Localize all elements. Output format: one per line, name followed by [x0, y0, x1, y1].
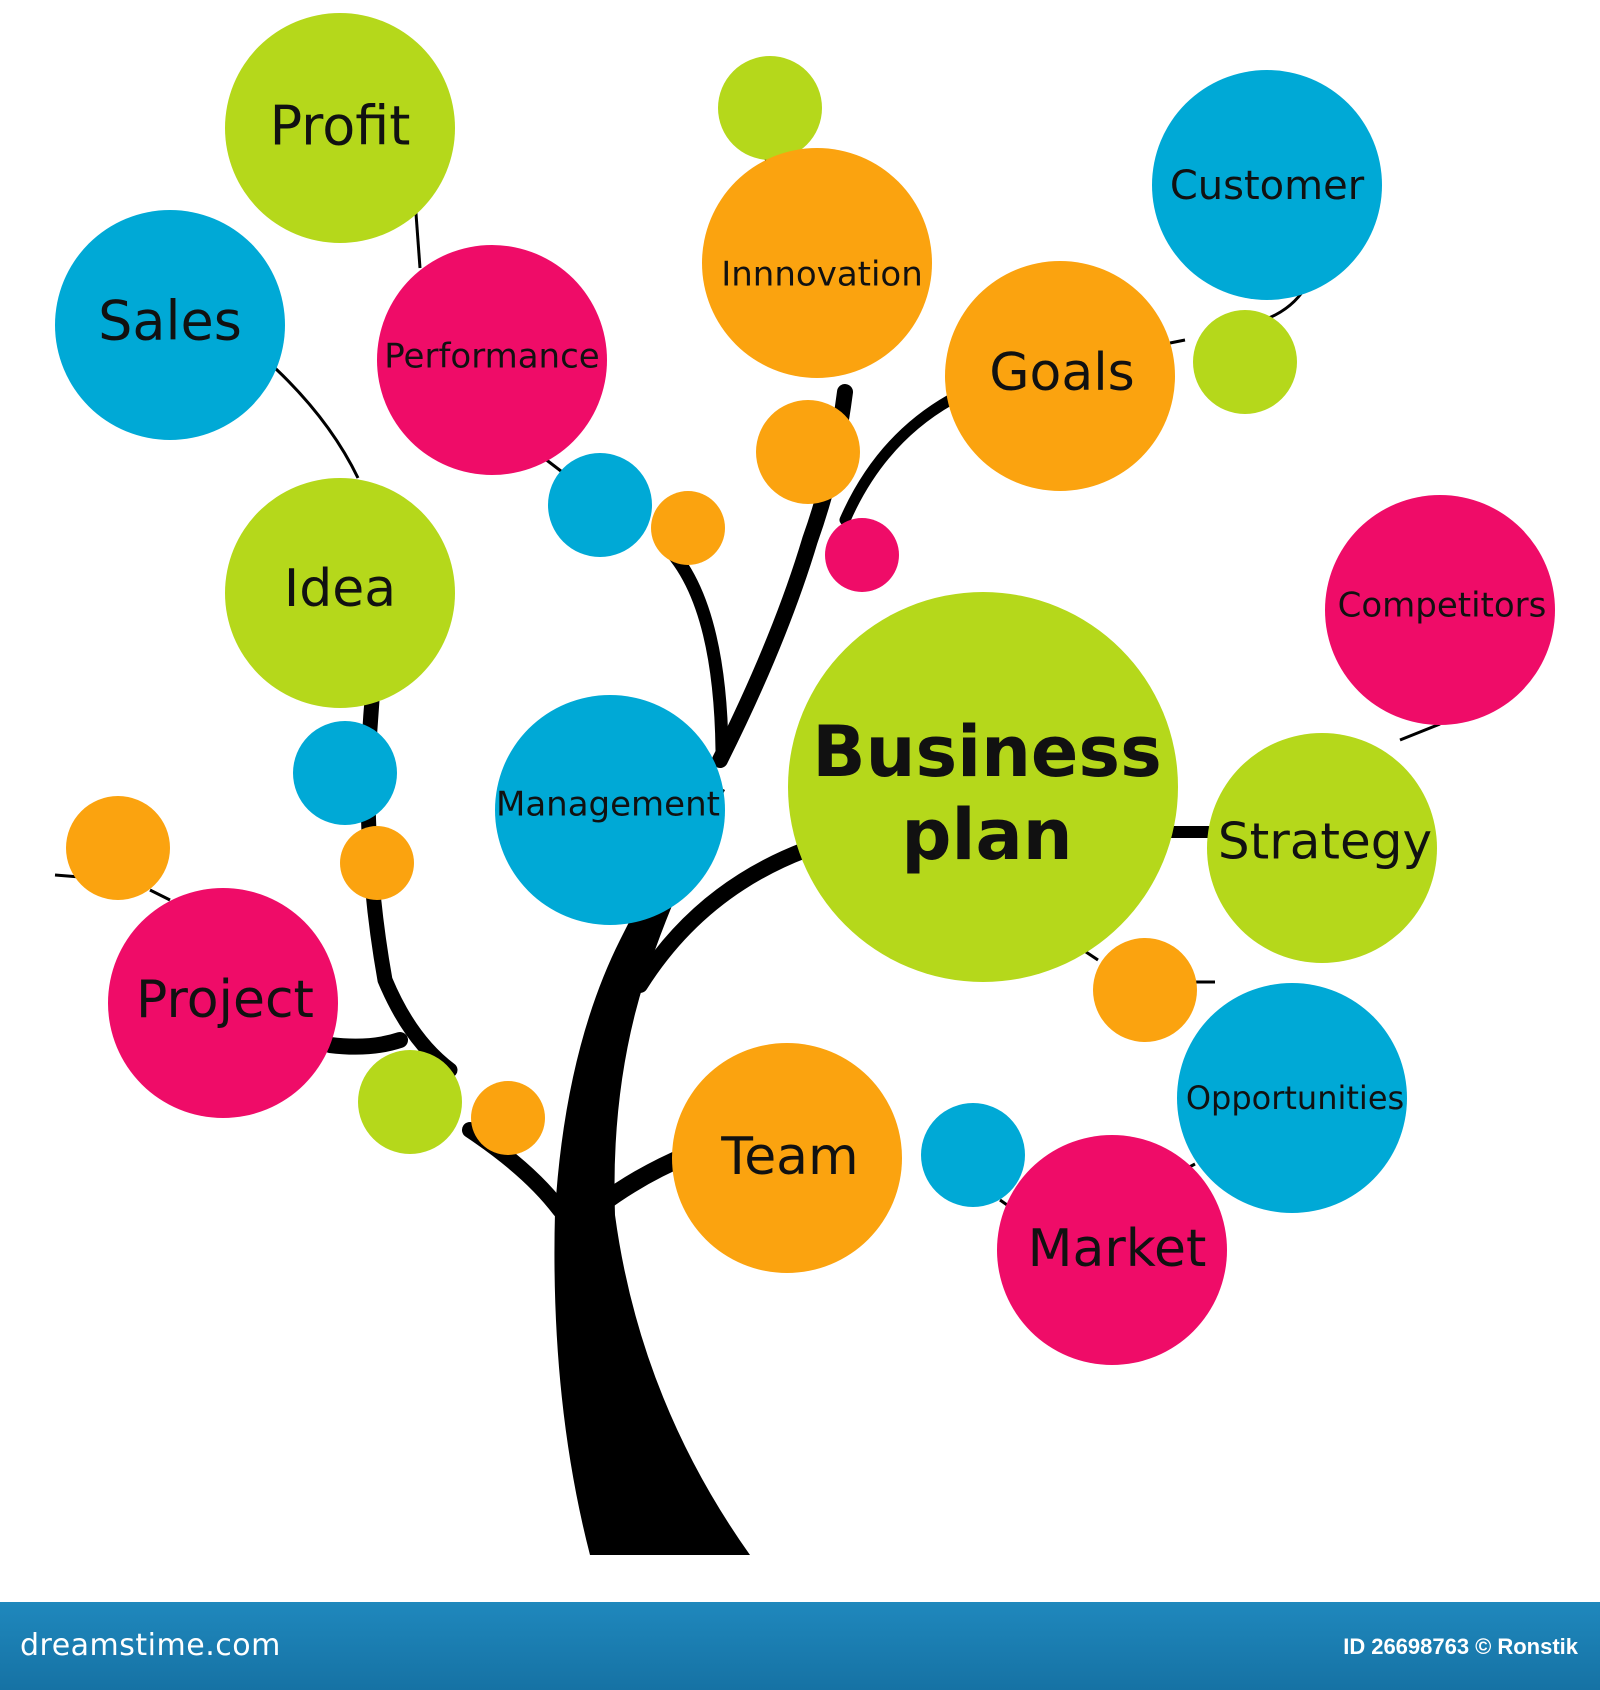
bubble-profit [225, 13, 455, 243]
label-opportunities: Opportunities [1186, 1079, 1404, 1117]
footer-author: Ronstik [1497, 1634, 1578, 1659]
orange-dot-left [66, 796, 170, 900]
bubble-strategy [1207, 733, 1437, 963]
bubble-labels: Profit Sales Performance Innnovation Cus… [98, 95, 1546, 1279]
orange-dot-bottom [471, 1081, 545, 1155]
bubble-team [672, 1043, 902, 1273]
branch-project [322, 1032, 408, 1055]
bubble-management [495, 695, 725, 925]
bubble-performance [377, 245, 607, 475]
footer-brand: dreamstime.com [20, 1628, 281, 1663]
title-line2: plan [901, 794, 1072, 876]
label-management: Management [496, 785, 720, 825]
orange-dot-performance [651, 491, 725, 565]
label-performance: Performance [384, 337, 599, 377]
tree-trunk [554, 780, 750, 1555]
orange-dot-innovation [756, 400, 860, 504]
branch-business-plan [632, 842, 813, 993]
bubble-idea [225, 478, 455, 708]
bubble-goals [945, 261, 1175, 491]
footer-copyright: © [1475, 1634, 1492, 1659]
title-line1: Business [812, 711, 1162, 793]
blue-dot-idea [293, 721, 397, 825]
green-dot-top [718, 56, 822, 160]
bubble-sales [55, 210, 285, 440]
branch-goals [839, 394, 956, 526]
pink-dot-branch [825, 518, 899, 592]
connector-strategy-competitors [1399, 722, 1441, 742]
connector-orange-project [149, 888, 171, 902]
label-goals: Goals [989, 343, 1135, 403]
label-profit: Profit [270, 95, 411, 158]
green-dot-goals [1193, 310, 1297, 414]
label-market: Market [1028, 1219, 1207, 1279]
bubbles [55, 13, 1555, 1365]
blue-dot-team [921, 1103, 1025, 1207]
bubble-customer [1152, 70, 1382, 300]
label-innovation: Innnovation [721, 255, 923, 295]
connector-sales-idea [273, 366, 360, 479]
label-team: Team [720, 1127, 858, 1187]
blue-dot-performance [548, 453, 652, 557]
bubble-innovation [702, 148, 932, 378]
bubble-business-plan [788, 592, 1178, 982]
orange-dot-idea [340, 826, 414, 900]
green-dot-bottom [358, 1050, 462, 1154]
footer-id-label: ID [1343, 1634, 1366, 1659]
connector-goals-dot [1169, 338, 1186, 345]
accent-dots [66, 56, 1297, 1207]
label-competitors: Competitors [1338, 586, 1547, 626]
footer-id-number: 26698763 [1371, 1634, 1470, 1659]
label-strategy: Strategy [1218, 813, 1432, 871]
label-idea: Idea [284, 559, 396, 619]
orange-dot-plan [1093, 938, 1197, 1042]
label-project: Project [136, 970, 314, 1030]
bubble-market [997, 1135, 1227, 1365]
label-customer: Customer [1170, 163, 1365, 209]
bubble-project [108, 888, 338, 1118]
bubble-opportunities [1177, 983, 1407, 1213]
bubble-competitors [1325, 495, 1555, 725]
label-sales: Sales [98, 290, 242, 353]
